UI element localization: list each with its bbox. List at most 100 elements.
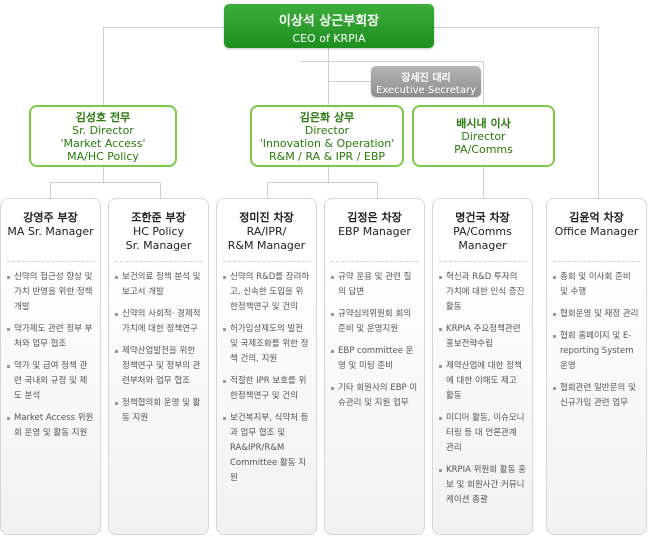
director-division: 'Innovation & Operation' [259,137,395,150]
manager-title: PA/Comms [453,225,512,238]
connector-mid-bar [300,61,483,62]
manager-box-pa-comms: 명건국 차장 PA/Comms Manager 혁신과 R&D 투자의 가치에 … [432,198,533,535]
duty-item: 총회 및 이사회 준비 및 수행 [553,270,641,300]
duty-list: 총회 및 이사회 준비 및 수행 협회운영 및 재정 관리 협회 홈페이지 및 … [553,270,641,411]
manager-title: HC Policy [132,225,185,238]
manager-title: RA/IPR/ [246,225,287,238]
duty-item: 제약산업에 대한 정책에 대한 이해도 제고 활동 [439,359,527,404]
connector-secretary [328,81,371,82]
connector-left-drop [103,27,104,105]
connector-dir3-down [483,167,484,198]
ceo-name: 이상석 상근부회장 [278,14,380,29]
duty-item: 정책협의회 운영 및 활동 지원 [115,396,203,426]
duty-item: 신약의 접근성 향상 및 가치 반영을 위한 정책 개발 [7,270,95,315]
connector-dir2-bar [267,182,377,183]
manager-title: R&M Manager [227,239,306,252]
manager-title: MA Sr. Manager [7,225,94,238]
duty-list: 신약의 R&D를 장려하고, 신속한 도입을 위한정책연구 및 건의 허가임상제… [223,270,311,486]
manager-header: 명건국 차장 PA/Comms Manager [433,211,532,257]
secretary-name: 장세진 대리 [401,73,451,84]
director-box-pa-comms: 배시내 이사 Director PA/Comms [412,105,555,167]
duty-item: 허가임상제도의 발전 및 국제조화를 위한 정책 건의, 지원 [223,322,311,367]
manager-title: Sr. Manager [125,239,192,252]
duty-item: 규약심의위원회 회의 준비 및 운영지원 [331,307,419,337]
duty-item: 규약 운용 및 관련 질의 답변 [331,270,419,300]
duty-item: 보건복지부, 식약처 등과 업무 협조 및 RA&IPR/R&M Committ… [223,411,311,486]
director-teams: MA/HC Policy [67,150,139,163]
ceo-role: CEO of KRPIA [292,32,366,45]
director-name: 김성호 전무 [75,111,131,124]
manager-box-hc-policy: 조한준 부장 HC Policy Sr. Manager 보건의료 정책 분석 … [108,198,209,535]
manager-box-ebp: 김정은 차장 EBP Manager 규약 운용 및 관련 질의 답변 규약심의… [324,198,425,535]
duty-item: 신약의 R&D를 장려하고, 신속한 도입을 위한정책연구 및 건의 [223,270,311,315]
connector-ceo-top-left [103,27,224,28]
secretary-box: 장세진 대리 Executive Secretary [371,66,481,97]
director-teams: R&M / RA & IPR / EBP [268,150,386,163]
manager-box-ra-ipr: 정미진 차장 RA/IPR/ R&M Manager 신약의 R&D를 장려하고… [216,198,317,535]
director-box-market-access: 김성호 전무 Sr. Director 'Market Access' MA/H… [29,105,177,167]
duty-item: 적절한 IPR 보호를 위한정책연구 및 건의 [223,374,311,404]
duty-item: 협회 홈페이지 및 E-reporting System 운영 [553,329,641,374]
duty-item: KRPIA 주요정책관련 홍보전략수립 [439,322,527,352]
duty-item: 협회운영 및 재정 관리 [553,307,641,322]
manager-name: 조한준 부장 [131,211,186,224]
manager-title: Manager [458,239,507,252]
divider [439,261,526,262]
connector-ceo-top-right [434,27,598,28]
divider [331,261,418,262]
duty-list: 혁신과 R&D 투자의 가치에 대한 인식 증진 활동 KRPIA 주요정책관련… [439,270,527,508]
duty-item: 미디어 활동, 이슈모니터링 등 대 언론관계 관리 [439,411,527,456]
connector-dir1-down [103,167,104,182]
manager-header: 조한준 부장 HC Policy Sr. Manager [109,211,208,257]
connector-dir2-down [328,167,329,182]
manager-name: 명건국 차장 [455,211,510,224]
duty-list: 규약 운용 및 관련 질의 답변 규약심의위원회 회의 준비 및 운영지원 EB… [331,270,419,411]
duty-item: Market Access 위원회 운영 및 활동 지원 [7,411,95,441]
manager-title: EBP Manager [338,225,411,238]
divider [7,261,94,262]
duty-item: 기타 회원사의 EBP 이슈관리 및 지원 업무 [331,381,419,411]
manager-name: 김윤억 차장 [569,211,624,224]
director-teams: PA/Comms [454,143,513,156]
duty-item: KRPIA 위원회 활동 홍보 및 회원사간 커뮤니케이션 총괄 [439,463,527,508]
duty-item: 협회관련 일반문의 및 신규가입 관련 업무 [553,381,641,411]
manager-header: 정미진 차장 RA/IPR/ R&M Manager [217,211,316,257]
director-box-innovation: 김은화 상무 Director 'Innovation & Operation'… [250,105,404,167]
secretary-role: Executive Secretary [376,85,476,96]
manager-title: Office Manager [554,225,639,238]
director-title: Sr. Director [72,124,134,137]
director-title: Director [461,130,506,143]
connector-dir1-bar [50,182,160,183]
duty-item: 신약의 사회적· 경제적 가치에 대한 정책연구 [115,307,203,337]
director-division: 'Market Access' [60,137,146,150]
duty-list: 신약의 접근성 향상 및 가치 반영을 위한 정책 개발 약가제도 관련 정부 … [7,270,95,441]
duty-item: 약가제도 관련 정부 부처와 업무 협조 [7,322,95,352]
connector-m1-drop [50,182,51,198]
ceo-box: 이상석 상근부회장 CEO of KRPIA [224,4,434,48]
duty-item: 약가 및 급여 정책 관련 국내외 규정 및 제도 분석 [7,359,95,404]
director-title: Director [304,124,350,137]
manager-header: 강영주 부장 MA Sr. Manager [1,211,100,257]
manager-box-ma: 강영주 부장 MA Sr. Manager 신약의 접근성 향상 및 가치 반영… [0,198,101,535]
divider [553,261,640,262]
duty-item: 보건의료 정책 분석 및 보고서 개발 [115,270,203,300]
divider [223,261,310,262]
manager-name: 정미진 차장 [239,211,294,224]
director-name: 김은화 상무 [299,111,355,124]
manager-header: 김윤억 차장 Office Manager [547,211,646,257]
connector-m2-drop [160,182,161,198]
connector-right-drop [598,27,599,198]
connector-m4-drop [377,182,378,198]
duty-item: 제약산업발전을 위한 정책연구 및 정부의 관련부처와 업무 협조 [115,344,203,389]
connector-m3-drop [267,182,268,198]
manager-header: 김정은 차장 EBP Manager [325,211,424,257]
duty-list: 보건의료 정책 분석 및 보고서 개발 신약의 사회적· 경제적 가치에 대한 … [115,270,203,426]
director-name: 배시내 이사 [456,117,511,130]
manager-name: 강영주 부장 [23,211,78,224]
connector-pa-drop [483,61,484,105]
manager-box-office: 김윤억 차장 Office Manager 총회 및 이사회 준비 및 수행 협… [546,198,647,535]
duty-item: 혁신과 R&D 투자의 가치에 대한 인식 증진 활동 [439,270,527,315]
manager-name: 김정은 차장 [347,211,402,224]
divider [115,261,202,262]
duty-item: EBP committee 운영 및 미팅 준비 [331,344,419,374]
